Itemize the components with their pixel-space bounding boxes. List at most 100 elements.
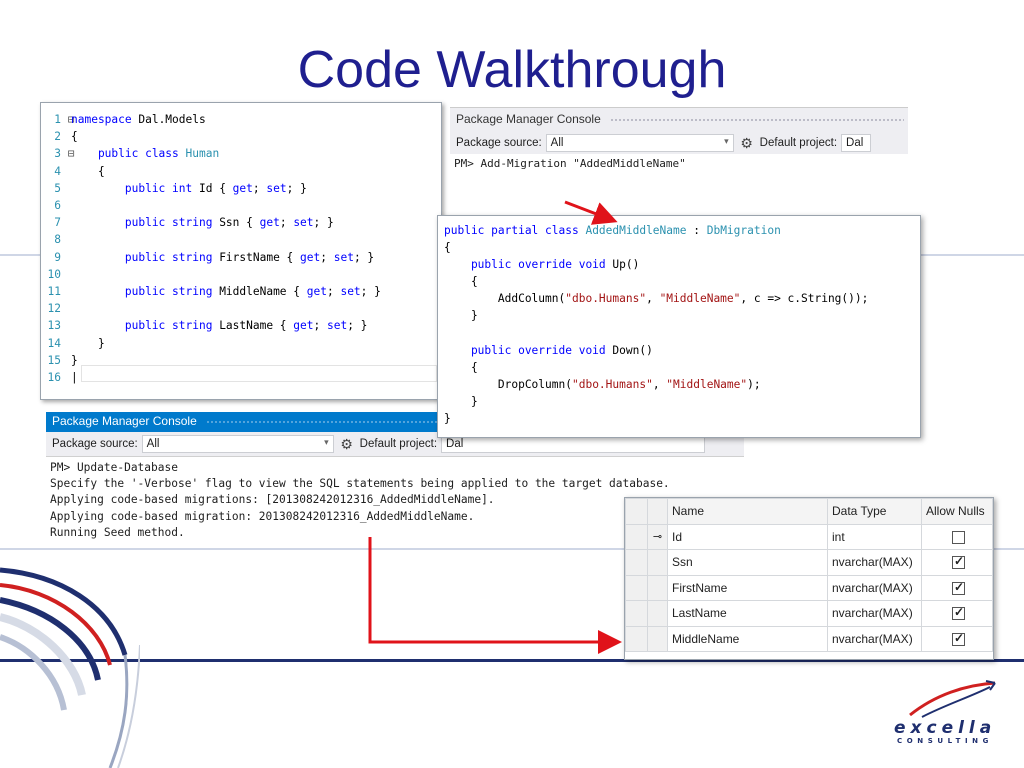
fold-toggle-icon: [61, 352, 71, 369]
code-line: 3 ⊟ public class Human: [45, 145, 437, 162]
code-token: set: [340, 285, 361, 298]
fold-toggle-icon: [61, 197, 71, 214]
data-type-cell[interactable]: int: [827, 523, 922, 550]
data-type-cell[interactable]: nvarchar(MAX): [827, 549, 922, 576]
code-token: ; }: [360, 285, 381, 298]
default-project-select[interactable]: Dal: [841, 134, 872, 152]
pm-title: Package Manager Console: [52, 414, 197, 428]
package-source-label: Package source:: [52, 438, 138, 450]
code-line: }: [444, 307, 914, 324]
allow-nulls-checkbox[interactable]: [952, 554, 965, 570]
code-token: get: [306, 285, 327, 298]
row-selector[interactable]: [625, 625, 648, 652]
console-line: Running Seed method.: [50, 525, 185, 539]
code-token: {: [71, 164, 105, 178]
row-selector[interactable]: [625, 549, 648, 576]
key-header: [647, 498, 668, 525]
code-token: public string: [71, 285, 220, 298]
fold-toggle-icon: [61, 317, 71, 334]
column-name-cell[interactable]: Id: [667, 523, 828, 550]
row-selector[interactable]: [625, 574, 648, 601]
code-line: 8: [45, 231, 437, 248]
allow-nulls-checkbox[interactable]: [952, 605, 965, 621]
fold-toggle-icon: [61, 180, 71, 197]
line-number: 7: [54, 216, 61, 230]
code-token: }: [444, 394, 478, 408]
fold-toggle-icon: [61, 249, 71, 266]
migration-code-popup[interactable]: public partial class AddedMiddleName : D…: [437, 215, 921, 438]
line-number: 14: [47, 336, 61, 350]
code-token: {: [444, 360, 478, 374]
data-type-cell[interactable]: nvarchar(MAX): [827, 574, 922, 601]
column-name-cell[interactable]: FirstName: [667, 574, 828, 601]
pm-title-bar: Package Manager Console: [450, 108, 908, 132]
code-line: {: [444, 239, 914, 256]
line-number: 1: [54, 113, 61, 126]
code-token: AddColumn(: [444, 292, 566, 306]
data-type-cell[interactable]: nvarchar(MAX): [827, 625, 922, 652]
code-token: {: [444, 241, 451, 255]
line-number: 6: [54, 199, 61, 212]
allow-nulls-cell: [921, 625, 993, 652]
key-cell: [647, 549, 668, 576]
code-token: Id {: [198, 181, 233, 195]
column-name-cell[interactable]: LastName: [667, 600, 828, 627]
code-line: 2 {: [45, 128, 437, 145]
slide-navy-bar: [0, 659, 1024, 662]
column-name-cell[interactable]: Ssn: [667, 549, 828, 576]
code-token: MiddleName {: [219, 285, 307, 298]
header-name[interactable]: Name: [667, 498, 828, 525]
code-token: );: [747, 377, 761, 391]
code-token: set: [326, 319, 348, 333]
code-line: 9 public string FirstName { get; set; }: [45, 249, 437, 266]
code-token: Dal.Models: [131, 113, 206, 126]
console-line: PM> Update-Database: [50, 461, 178, 474]
code-token: {: [71, 130, 78, 144]
package-source-select[interactable]: All ▾: [545, 134, 734, 152]
header-data-type[interactable]: Data Type: [827, 498, 922, 525]
row-selector[interactable]: [625, 523, 648, 550]
chevron-down-icon: ▾: [324, 437, 329, 447]
allow-nulls-cell: [921, 549, 993, 576]
code-line: AddColumn("dbo.Humans", "MiddleName", c …: [444, 290, 914, 307]
header-allow-nulls[interactable]: Allow Nulls: [921, 498, 993, 525]
pm-output[interactable]: PM> Add-Migration "AddedMiddleName": [450, 154, 908, 214]
code-token: ,: [652, 377, 667, 391]
fold-toggle-icon: [61, 231, 71, 248]
package-source-select[interactable]: All ▾: [141, 435, 334, 453]
code-token: , c => c.String());: [740, 292, 869, 306]
allow-nulls-cell: [921, 574, 993, 601]
code-token: Down(): [612, 343, 653, 357]
allow-nulls-checkbox[interactable]: [952, 530, 965, 544]
code-token: public partial class: [444, 224, 586, 237]
code-token: DbMigration: [706, 224, 781, 237]
data-type-cell[interactable]: nvarchar(MAX): [827, 600, 922, 627]
code-token: namespace: [71, 113, 132, 126]
gear-icon[interactable]: ⚙: [740, 134, 753, 151]
fold-toggle-icon: [61, 300, 71, 317]
table-header-row: Name Data Type Allow Nulls: [625, 498, 993, 525]
code-line: 5 public int Id { get; set; }: [45, 180, 437, 197]
allow-nulls-checkbox[interactable]: [952, 631, 965, 646]
fold-toggle-icon: [61, 335, 71, 352]
line-number: 9: [54, 250, 61, 264]
allow-nulls-checkbox[interactable]: [952, 580, 965, 595]
current-line-highlight: [81, 365, 437, 382]
primary-key-icon: ⊸: [647, 523, 668, 550]
code-token: "MiddleName": [666, 377, 748, 391]
fold-toggle-icon: [61, 128, 71, 145]
column-name-cell[interactable]: MiddleName: [667, 625, 828, 652]
row-selector[interactable]: [625, 600, 648, 627]
default-project-label: Default project:: [759, 137, 838, 149]
gear-icon[interactable]: ⚙: [340, 435, 353, 452]
code-line: {: [444, 359, 914, 376]
code-token: ;: [326, 285, 341, 298]
package-source-value: All: [550, 137, 564, 149]
